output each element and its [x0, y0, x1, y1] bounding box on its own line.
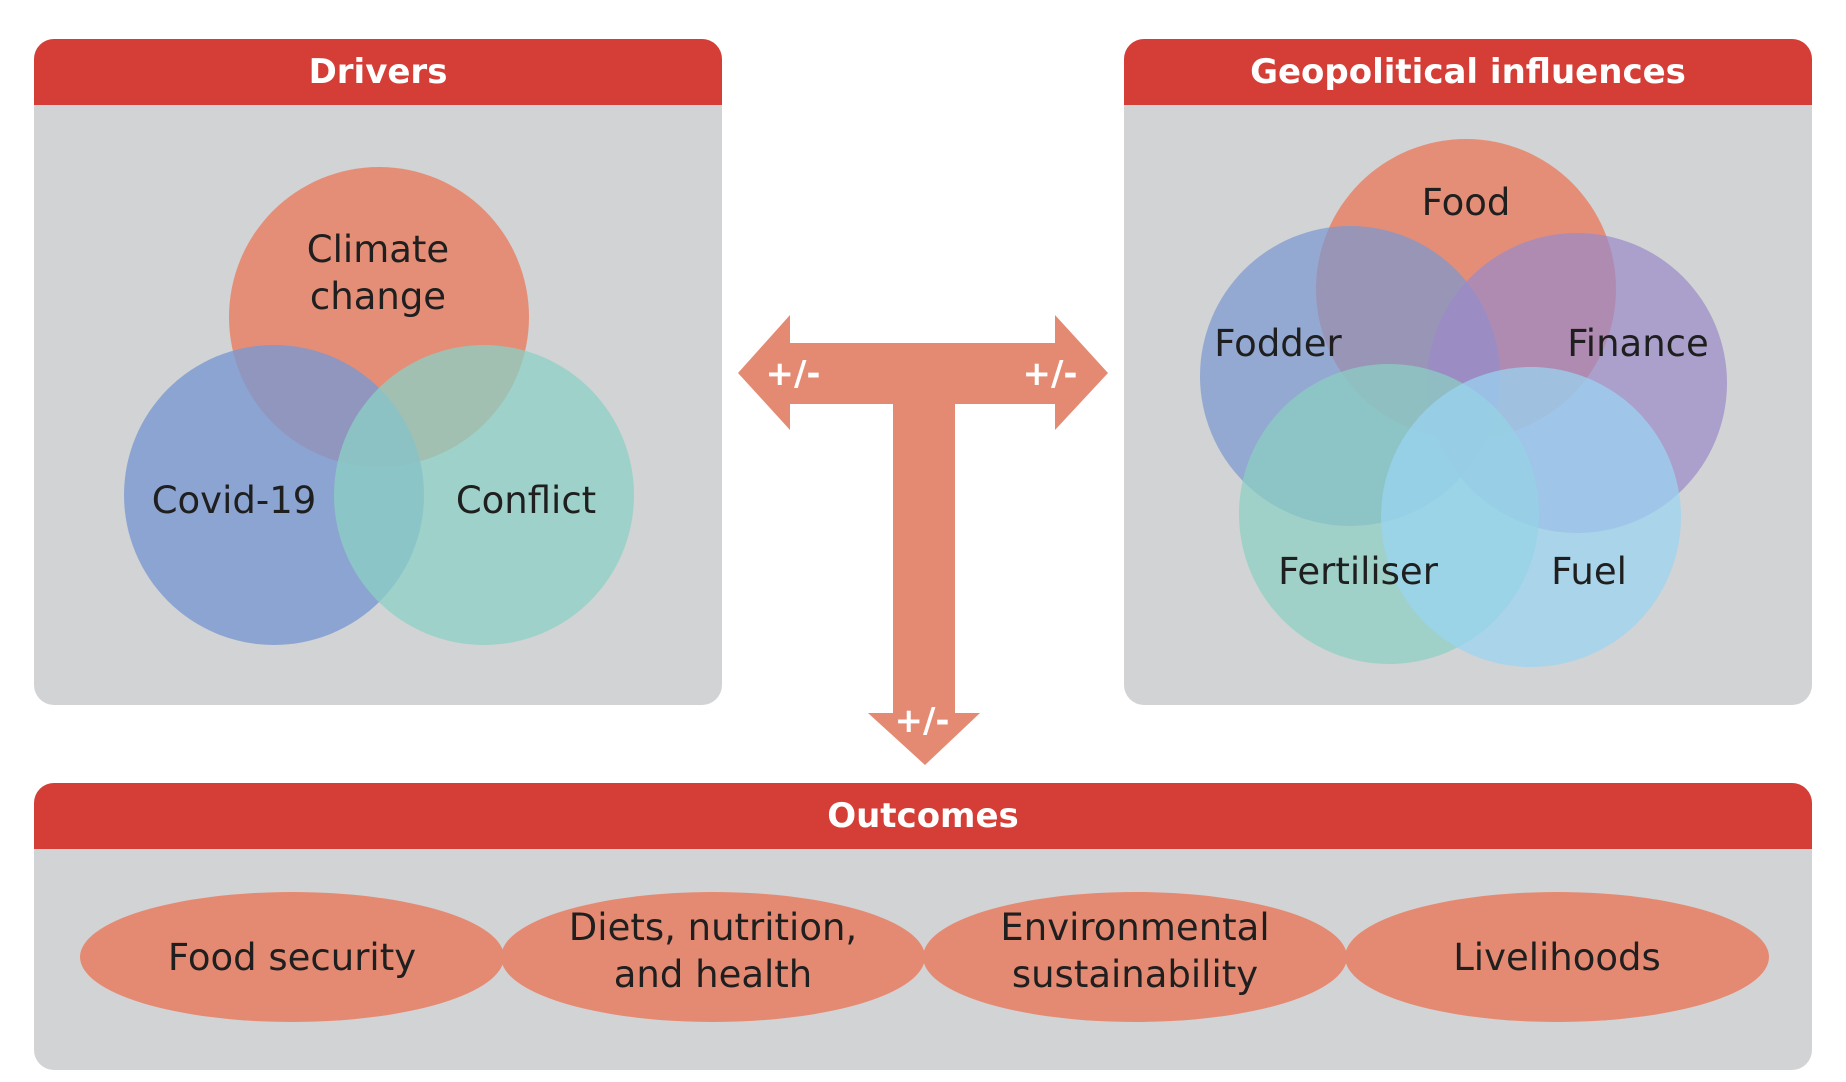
drivers-panel: Drivers Climate change Covid-19 Conflict	[34, 39, 722, 705]
conflict-circle	[334, 345, 634, 645]
covid-label: Covid-19	[152, 479, 317, 522]
outcomes-panel: Outcomes Food security Diets, nutrition,…	[34, 783, 1812, 1070]
right-sign-label: +/-	[1022, 354, 1077, 394]
outcome-livelihoods-label: Livelihoods	[1453, 936, 1661, 979]
geopolitical-header: Geopolitical influences	[1124, 39, 1812, 105]
covid-circle	[124, 345, 424, 645]
fodder-label: Fodder	[1214, 322, 1342, 365]
drivers-venn: Climate change Covid-19 Conflict	[124, 167, 634, 645]
outcome-oval-diets	[501, 892, 925, 1022]
outcome-oval-environmental	[923, 892, 1347, 1022]
down-sign-label: +/-	[894, 701, 949, 741]
outcomes-ovals: Food security Diets, nutrition, and heal…	[80, 892, 1769, 1022]
drivers-header: Drivers	[34, 39, 722, 105]
climate-change-label-line1: Climate	[307, 228, 449, 271]
geopolitical-venn: Food Fodder Finance Fertiliser Fuel	[1200, 139, 1727, 667]
finance-label: Finance	[1567, 322, 1709, 365]
outcome-diets-label-line2: and health	[614, 953, 813, 996]
food-label: Food	[1422, 181, 1511, 224]
fuel-label: Fuel	[1551, 550, 1627, 593]
outcome-diets-label-line1: Diets, nutrition,	[569, 906, 857, 949]
geopolitical-panel: Geopolitical influences Food Fodder Fina…	[1124, 39, 1812, 705]
left-sign-label: +/-	[765, 354, 820, 394]
outcome-environmental-label-line2: sustainability	[1012, 953, 1258, 996]
t-arrow-shape	[738, 315, 1108, 765]
outcome-food-security-label: Food security	[168, 936, 416, 979]
fertiliser-label: Fertiliser	[1278, 550, 1439, 593]
climate-change-label-line2: change	[310, 275, 446, 318]
fuel-circle	[1381, 367, 1681, 667]
outcome-environmental-label-line1: Environmental	[1000, 906, 1269, 949]
outcomes-header: Outcomes	[34, 783, 1812, 849]
outcome-oval-food-security	[80, 892, 504, 1022]
outcome-oval-livelihoods	[1345, 892, 1769, 1022]
conflict-label: Conflict	[456, 479, 596, 522]
